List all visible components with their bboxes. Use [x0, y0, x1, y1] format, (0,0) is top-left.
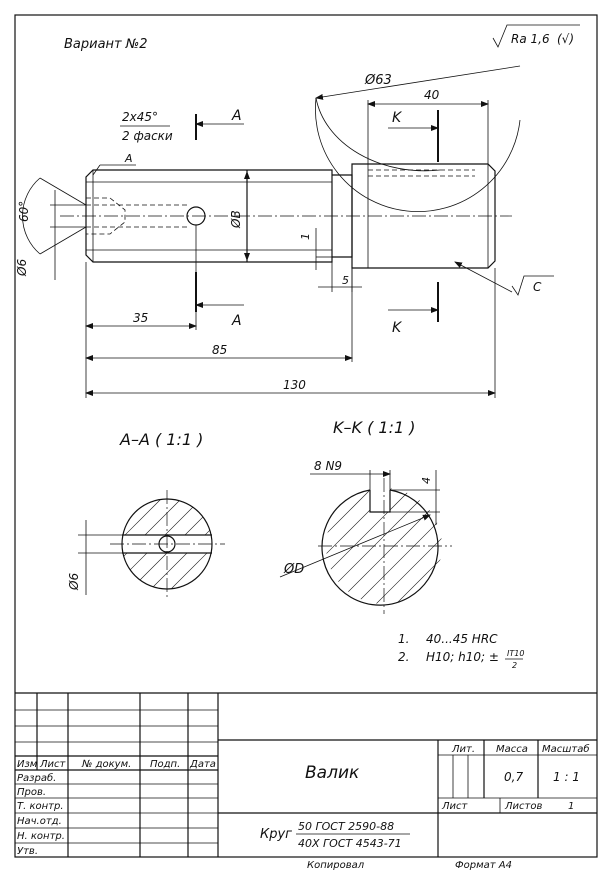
dim-len-1: 1 — [299, 233, 312, 240]
note-2-frac-bottom: 2 — [512, 661, 517, 670]
drawing-frame — [14, 14, 598, 858]
tb-scale-label: Масштаб — [542, 743, 590, 755]
dim-len-5: 5 — [342, 274, 349, 287]
tb-sheets-label: Листов — [504, 801, 542, 812]
tb-col-date: Дата — [189, 759, 216, 770]
tb-row-prov: Пров. — [17, 787, 46, 798]
tb-mass-value: 0,7 — [504, 770, 523, 784]
roughness-symbol: Ra 1,6 (√) — [492, 24, 580, 48]
title-block — [15, 692, 597, 857]
section-aa-title: A–A ( 1:1 ) — [119, 430, 203, 449]
tb-row-tkontr: Т. контр. — [17, 801, 64, 812]
tb-lit-label: Лит. — [451, 744, 475, 755]
section-kk-dia: ØD — [283, 562, 304, 577]
section-aa-dia: Ø6 — [67, 573, 81, 591]
note-2-text: H10; h10; ± — [426, 650, 499, 664]
tb-row-nachotd: Нач.отд. — [17, 816, 62, 827]
tb-row-utv: Утв. — [17, 846, 38, 857]
dim-angle: 60° — [17, 201, 31, 222]
cut-label-a-top: A — [231, 108, 242, 124]
dim-leader-a: A — [124, 152, 133, 165]
tb-scale-value: 1 : 1 — [553, 770, 580, 784]
dim-len-85: 85 — [212, 343, 227, 357]
tb-material-top: 50 ГОСТ 2590-88 — [298, 820, 394, 833]
note-2-frac-top: IT10 — [507, 649, 524, 658]
dim-len-130: 130 — [283, 378, 306, 392]
note-1-text: 40...45 HRC — [426, 632, 498, 646]
section-kk-title: K–K ( 1:1 ) — [333, 418, 415, 437]
note-1-number: 1. — [398, 632, 409, 646]
dim-chamfer-line2: 2 фаски — [122, 129, 173, 143]
tb-sheets-value: 1 — [568, 801, 574, 812]
dim-dia-left: Ø6 — [15, 259, 29, 277]
tb-col-sign: Подп. — [150, 759, 180, 770]
tb-material-prefix: Круг — [260, 827, 292, 842]
section-kk-depth: 4 — [420, 477, 433, 484]
tb-material-bottom: 40X ГОСТ 4543-71 — [298, 837, 402, 850]
note-2-number: 2. — [398, 650, 409, 664]
dim-surface-c: C — [533, 280, 542, 294]
tb-col-doc: № докум. — [81, 759, 131, 770]
tb-mass-label: Масса — [496, 744, 528, 755]
variant-label: Вариант №2 — [64, 37, 148, 52]
shaft-main-view — [60, 163, 512, 269]
cut-label-k-top: K — [392, 110, 403, 126]
dim-len-40: 40 — [424, 88, 440, 102]
tb-col-izm: Изм — [17, 759, 38, 770]
dim-chamfer-line1: 2x45° — [122, 110, 158, 124]
section-aa-view — [110, 490, 225, 598]
tb-row-nkontr: Н. контр. — [17, 831, 65, 842]
dim-dia-b: ØB — [229, 210, 243, 229]
footer-copied: Копировал — [307, 860, 365, 870]
tb-col-list: Лист — [39, 759, 67, 770]
dim-dia-63: Ø63 — [364, 73, 392, 88]
tb-sheet-label: Лист — [441, 801, 469, 812]
roughness-suffix: (√) — [557, 32, 574, 46]
tb-row-razrab: Разраб. — [17, 772, 56, 784]
footer-format: Формат А4 — [455, 860, 512, 870]
dim-len-35: 35 — [133, 311, 148, 325]
roughness-value: Ra 1,6 — [511, 32, 550, 46]
cut-label-k-bottom: K — [392, 320, 403, 336]
tb-part-name: Валик — [305, 763, 360, 783]
section-kk-keyway: 8 N9 — [314, 459, 342, 473]
cut-label-a-bottom: A — [231, 313, 242, 329]
